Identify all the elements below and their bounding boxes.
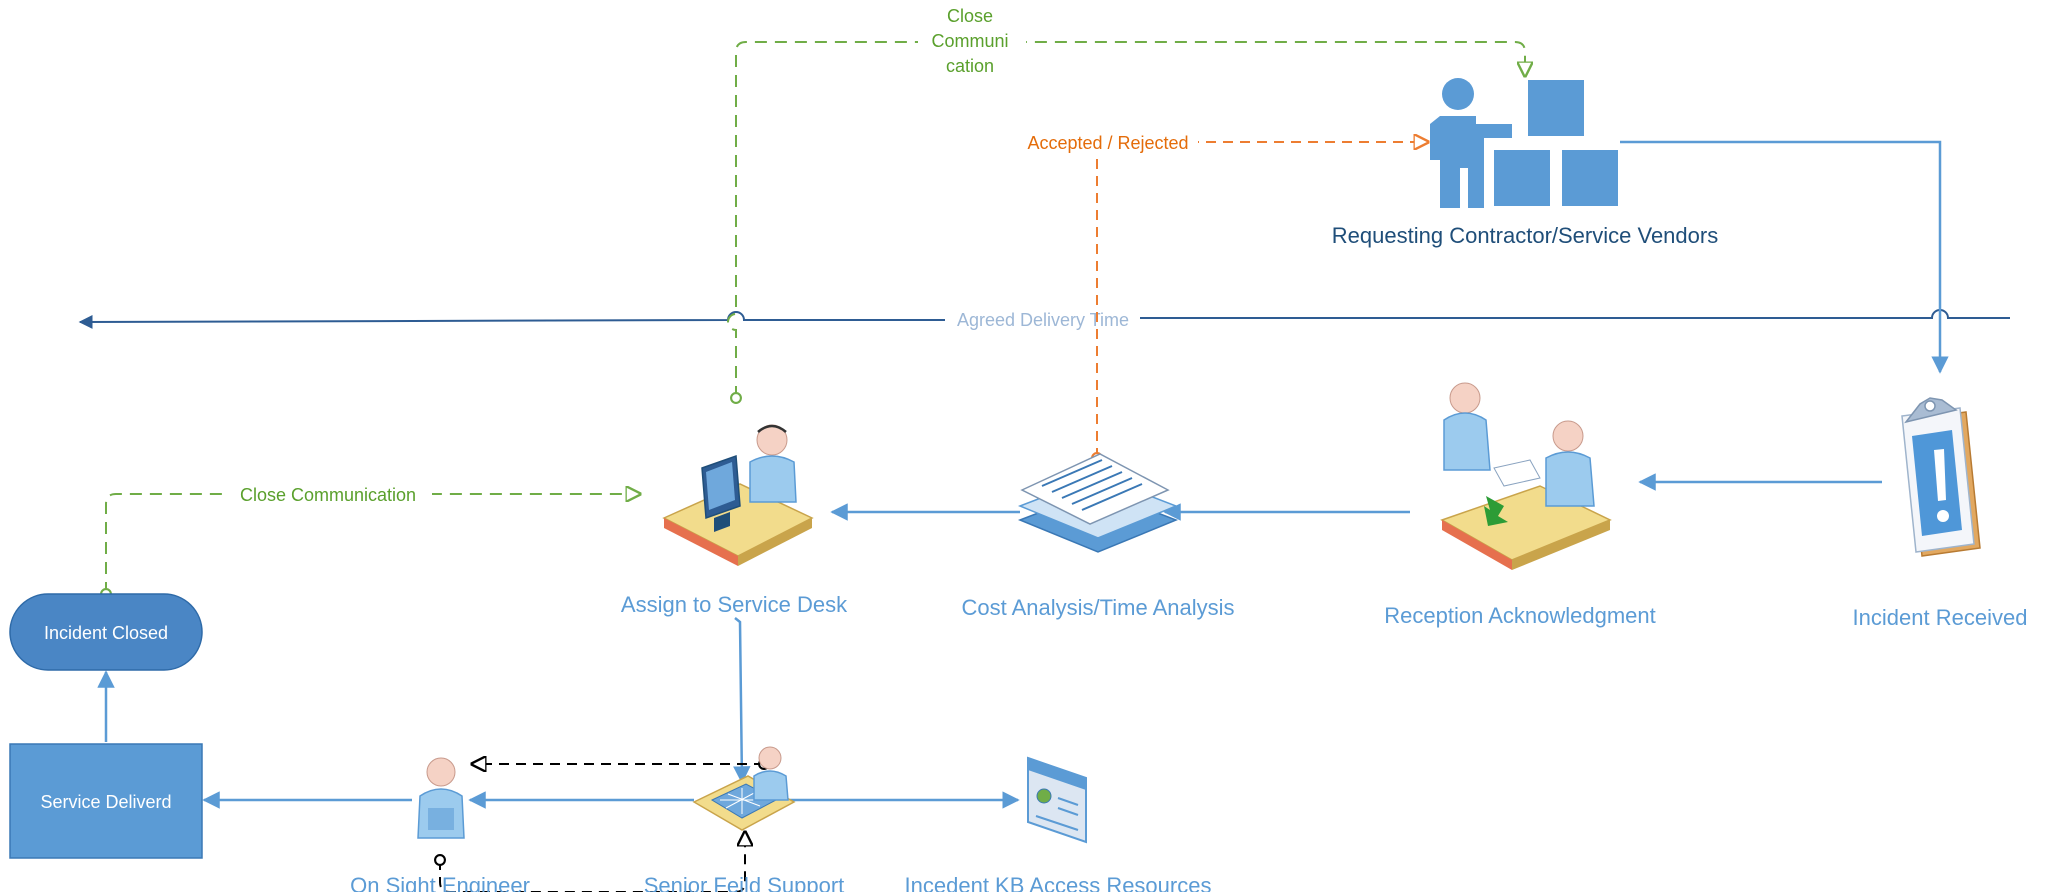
accepted-rejected-label: Accepted / Rejected [1027, 133, 1188, 153]
incident-clipboard-icon [1901, 397, 1981, 557]
kb-window-icon [1027, 756, 1087, 844]
close-communication-left-label: Close Communication [240, 485, 416, 505]
service-desk-operator-icon [662, 424, 814, 566]
close-communication-left-label-bg [226, 480, 432, 508]
accepted-rejected-connector: Accepted / Rejected [1014, 128, 1428, 458]
close-communication-top-line2: Communi [931, 31, 1008, 51]
agreed-delivery-timeline: Agreed Delivery Time [78, 309, 2010, 330]
service-delivered-label: Service Deliverd [40, 792, 171, 812]
close-communication-left-connector: Close Communication [106, 480, 640, 594]
incident-closed-label: Incident Closed [44, 623, 168, 643]
incident-closed-node: Incident Closed [9, 593, 203, 671]
requesting-vendors-label: Requesting Contractor/Service Vendors [1332, 223, 1718, 248]
close-communication-top-line3: cation [946, 56, 994, 76]
senior-field-support-label: Senior Feild Support [644, 873, 845, 892]
field-support-icon [692, 746, 796, 831]
accepted-rejected-label-bg [1014, 128, 1198, 158]
assign-service-desk-label: Assign to Service Desk [621, 592, 848, 617]
service-delivered-node: Service Deliverd [9, 743, 203, 859]
agreed-delivery-time-label: Agreed Delivery Time [957, 310, 1129, 330]
vendor-to-incident-arrow [1620, 140, 1949, 374]
engineer-icon [417, 757, 465, 839]
vendor-people-boxes-icon [1430, 78, 1618, 208]
on-sight-engineer-label: On Sight Engineer [350, 873, 530, 892]
cost-analysis-label: Cost Analysis/Time Analysis [961, 595, 1234, 620]
incident-kb-label: Incedent KB Access Resources [905, 873, 1212, 892]
main-flow-arrows [97, 140, 1949, 809]
reception-desk-icon [1440, 382, 1612, 570]
document-stack-icon [1017, 453, 1179, 553]
reception-ack-label: Reception Acknowledgment [1384, 603, 1656, 628]
incident-received-label: Incident Received [1853, 605, 2028, 630]
close-communication-top-label-bg [918, 2, 1026, 80]
escalation-connectors [440, 764, 764, 892]
close-communication-top-line1: Close [947, 6, 993, 26]
assign-to-field-arrow [733, 617, 751, 784]
close-communication-top-connector: Close Communi cation [727, 2, 1525, 398]
